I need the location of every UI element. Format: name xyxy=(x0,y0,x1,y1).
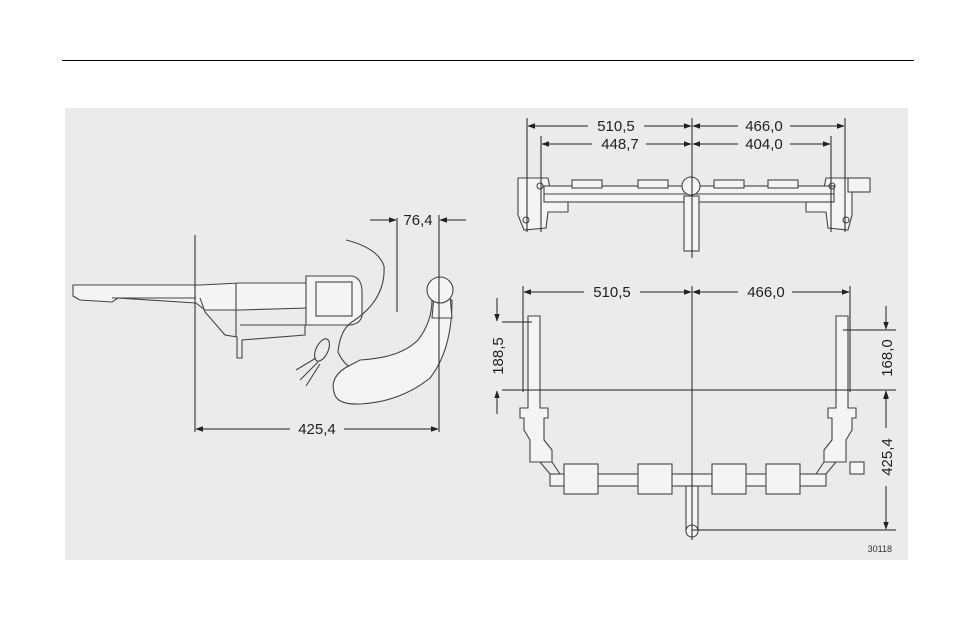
plan-clamp-2 xyxy=(638,464,672,494)
plan-clamp-3 xyxy=(712,464,746,494)
top-dim-outer-left: 510,5 xyxy=(597,118,635,135)
side-length-label: 425,4 xyxy=(298,421,336,438)
top-socket-box xyxy=(848,178,870,192)
top-dim-outer-right: 466,0 xyxy=(745,118,783,135)
top-clip-2 xyxy=(638,180,668,188)
side-bracket-arm xyxy=(73,283,308,310)
plan-dim-depth: 425,4 xyxy=(879,438,896,476)
top-clip-1 xyxy=(572,180,602,188)
plan-dim-left: 510,5 xyxy=(593,284,631,301)
top-receiver xyxy=(682,177,700,195)
side-tow-ball xyxy=(427,277,453,303)
plan-bracket-right xyxy=(824,316,856,462)
side-view: 425,4 76,4 xyxy=(73,212,466,438)
plan-dim-right: 466,0 xyxy=(747,284,785,301)
plan-bracket-left xyxy=(520,316,552,462)
top-dim-inner-right: 404,0 xyxy=(745,136,783,153)
top-clip-4 xyxy=(768,180,798,188)
plan-dim-height-left: 188,5 xyxy=(490,337,507,375)
plan-socket xyxy=(850,462,864,474)
top-view: 510,5 466,0 448,7 404,0 xyxy=(518,118,870,258)
plan-clamp-1 xyxy=(564,464,598,494)
top-clip-3 xyxy=(714,180,744,188)
plan-dim-height-right: 168,0 xyxy=(879,339,896,377)
plan-view: 510,5 466,0 188,5 168,0 425,4 xyxy=(490,284,896,540)
plan-clamp-4 xyxy=(766,464,800,494)
top-dim-inner-left: 448,7 xyxy=(601,136,639,153)
side-offset-label: 76,4 xyxy=(403,212,432,229)
side-cable xyxy=(296,358,320,386)
plan-tube-right-join xyxy=(816,462,836,474)
side-crossbar-profile xyxy=(306,276,362,325)
plan-tube-left-join xyxy=(540,462,560,474)
figure-number: 30118 xyxy=(868,544,892,554)
